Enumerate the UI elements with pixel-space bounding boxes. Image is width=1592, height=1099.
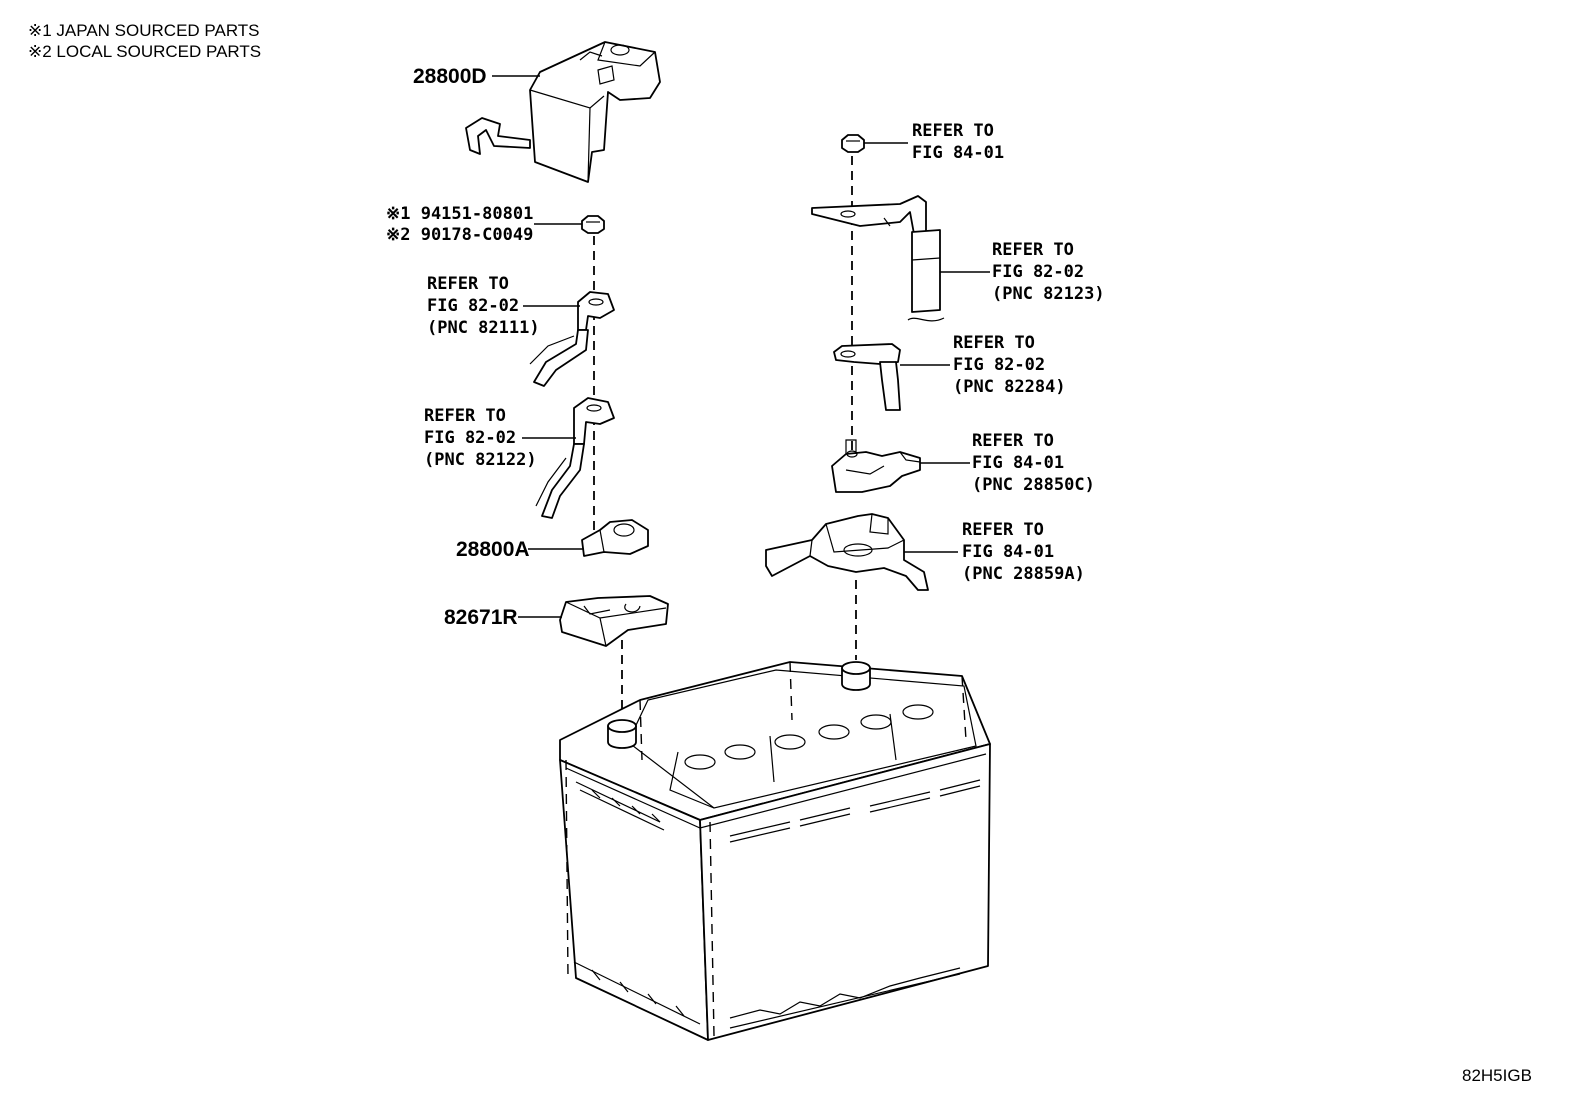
label-nut-japan: ※1 94151-80801 — [386, 204, 533, 224]
ref-82111-l1: REFER TO — [427, 274, 509, 294]
ref-82284-l3: (PNC 82284) — [953, 377, 1066, 397]
ref-28859a-l3: (PNC 28859A) — [962, 564, 1085, 584]
figure-code: 82H5IGB — [1462, 1066, 1532, 1085]
ref-28859a-l1: REFER TO — [962, 520, 1044, 540]
tray-28859a-shape[interactable] — [765, 513, 929, 591]
ref-nut-right-l1: REFER TO — [912, 121, 994, 141]
ref-82111-l3: (PNC 82111) — [427, 318, 540, 338]
ref-82122-l2: FIG 82-02 — [424, 428, 516, 448]
ref-82123-l2: FIG 82-02 — [992, 262, 1084, 282]
cable-82123-shape[interactable] — [811, 195, 945, 322]
nut-left-shape[interactable] — [581, 215, 605, 234]
label-28800a: 28800A — [456, 538, 530, 561]
note-japan: ※1 JAPAN SOURCED PARTS — [28, 21, 260, 40]
insulator-82671r-shape[interactable] — [559, 595, 669, 647]
label-nut-local: ※2 90178-C0049 — [386, 225, 533, 245]
cable-82284-shape[interactable] — [833, 343, 901, 411]
ref-82123-l3: (PNC 82123) — [992, 284, 1105, 304]
clamp-28800a-shape[interactable] — [581, 519, 649, 557]
ref-28850c-l3: (PNC 28850C) — [972, 475, 1095, 495]
ref-82111-l2: FIG 82-02 — [427, 296, 519, 316]
ref-28850c-l1: REFER TO — [972, 431, 1054, 451]
terminal-cover-shape[interactable] — [465, 41, 661, 183]
cable-82122-shape[interactable] — [535, 397, 615, 519]
ref-82284-l1: REFER TO — [953, 333, 1035, 353]
label-28800d: 28800D — [413, 65, 487, 88]
ref-28850c-l2: FIG 84-01 — [972, 453, 1064, 473]
ref-28859a-l2: FIG 84-01 — [962, 542, 1054, 562]
cable-82111-shape[interactable] — [529, 291, 615, 387]
label-82671r: 82671R — [444, 606, 518, 629]
sensor-28850c-shape[interactable] — [831, 439, 921, 493]
ref-nut-right-l2: FIG 84-01 — [912, 143, 1004, 163]
note-local: ※2 LOCAL SOURCED PARTS — [28, 42, 261, 61]
ref-82284-l2: FIG 82-02 — [953, 355, 1045, 375]
ref-82122-l3: (PNC 82122) — [424, 450, 537, 470]
battery-shape[interactable] — [559, 661, 991, 1041]
ref-82122-l1: REFER TO — [424, 406, 506, 426]
nut-right-shape[interactable] — [841, 134, 865, 153]
ref-82123-l1: REFER TO — [992, 240, 1074, 260]
